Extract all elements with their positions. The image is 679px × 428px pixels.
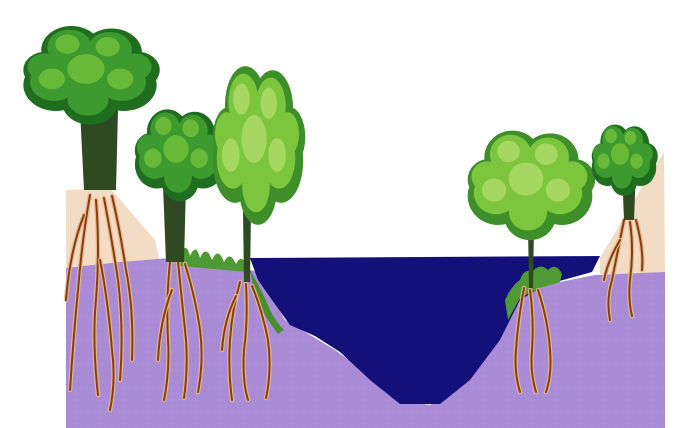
riparian-cross-section <box>0 0 679 428</box>
cross-section-svg <box>0 0 679 428</box>
